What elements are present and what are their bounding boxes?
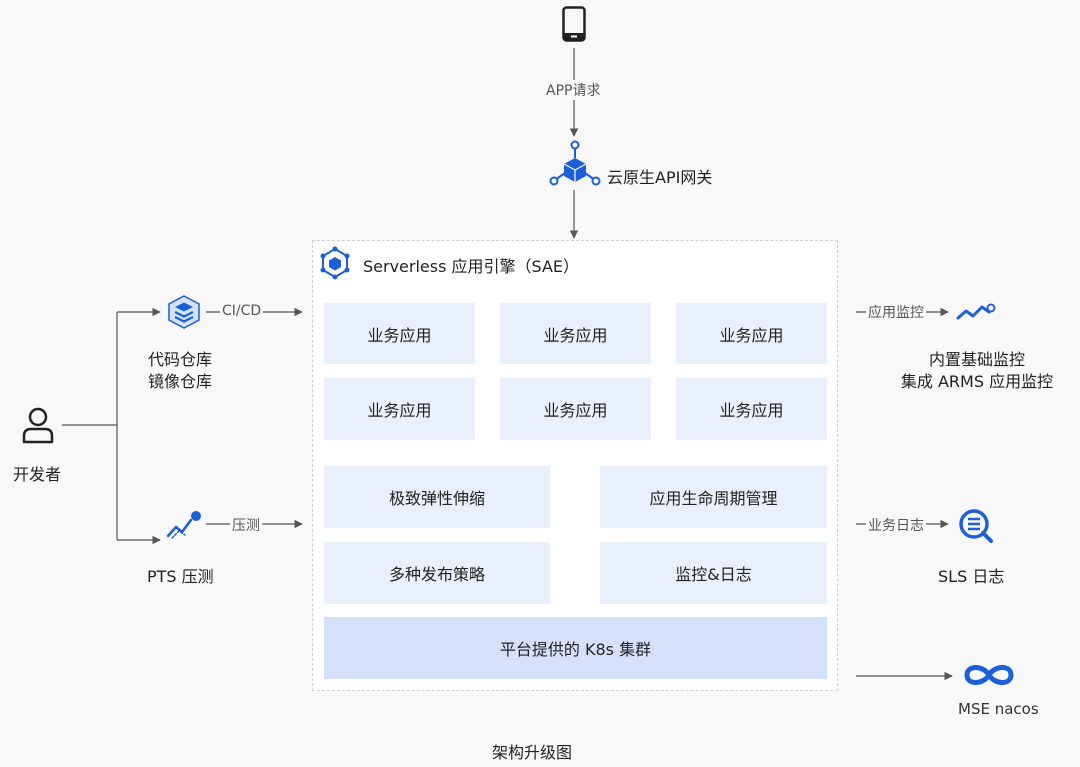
log-search-icon <box>958 508 994 544</box>
stress-test-label: 压测 <box>230 515 262 535</box>
infinity-icon <box>962 660 1016 690</box>
builtin-monitor-label: 内置基础监控 <box>928 350 1025 369</box>
image-repo-label: 镜像仓库 <box>148 372 213 391</box>
trend-chart-icon <box>166 510 204 540</box>
layers-stack-icon <box>166 294 202 330</box>
feature-box-monitoring-logs: 监控&日志 <box>600 542 827 604</box>
platform-k8s-box: 平台提供的 K8s 集群 <box>324 617 827 679</box>
arms-monitor-label: 集成 ARMS 应用监控 <box>900 372 1054 391</box>
app-request-label: APP请求 <box>544 80 603 100</box>
business-app-box: 业务应用 <box>676 378 827 440</box>
code-repo-label: 代码仓库 <box>148 350 213 369</box>
business-app-box: 业务应用 <box>324 378 475 440</box>
repo-label: 代码仓库 镜像仓库 <box>148 349 212 393</box>
developer-label: 开发者 <box>13 465 62 484</box>
sls-label: SLS 日志 <box>938 567 1005 586</box>
diagram-caption: 架构升级图 <box>492 743 573 762</box>
cicd-label: CI/CD <box>220 303 264 319</box>
mse-label: MSE nacos <box>958 700 1039 718</box>
smartphone-icon <box>562 6 586 42</box>
user-icon <box>22 406 54 444</box>
monitor-label: 内置基础监控 集成 ARMS 应用监控 <box>892 349 1062 393</box>
business-app-box: 业务应用 <box>676 303 827 364</box>
feature-box-lifecycle: 应用生命周期管理 <box>600 466 827 528</box>
api-gateway-cube-icon <box>548 140 602 188</box>
pts-label: PTS 压测 <box>147 567 214 586</box>
business-app-box: 业务应用 <box>324 303 475 364</box>
gateway-label: 云原生API网关 <box>607 168 713 187</box>
sae-hexagon-icon <box>318 246 352 280</box>
business-app-box: 业务应用 <box>500 303 651 364</box>
sae-title: Serverless 应用引擎（SAE） <box>363 257 580 276</box>
feature-box-release-strategy: 多种发布策略 <box>324 542 550 604</box>
business-log-label: 业务日志 <box>866 515 926 535</box>
business-app-box: 业务应用 <box>500 378 651 440</box>
feature-box-elastic-scaling: 极致弹性伸缩 <box>324 466 550 528</box>
monitor-wave-icon <box>956 300 996 324</box>
app-monitor-label: 应用监控 <box>866 302 926 322</box>
